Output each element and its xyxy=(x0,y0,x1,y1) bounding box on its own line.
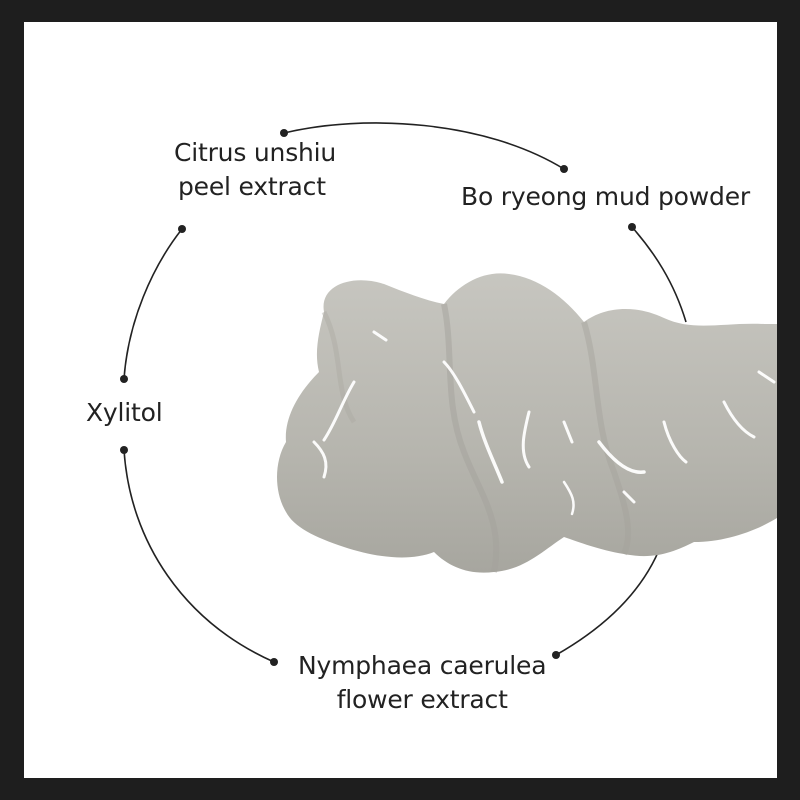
dot-mud-top xyxy=(560,165,568,173)
label-citrus: Citrus unshiu peel extract xyxy=(174,136,336,204)
dot-nymphaea-right xyxy=(552,651,560,659)
label-mud: Bo ryeong mud powder xyxy=(461,180,750,214)
dot-xylitol-top xyxy=(120,375,128,383)
connector-arcs xyxy=(123,122,687,663)
dot-citrus-bottom xyxy=(178,225,186,233)
label-citrus-line1: Citrus unshiu xyxy=(174,138,337,167)
label-citrus-line2: peel extract xyxy=(178,172,326,201)
ingredient-ring-graphic xyxy=(120,122,777,666)
label-xylitol: Xylitol xyxy=(86,396,163,430)
connector-dots xyxy=(120,129,636,666)
label-nymphaea: Nymphaea caerulea flower extract xyxy=(298,649,547,717)
label-nymphaea-line2: flower extract xyxy=(336,685,508,714)
arc-xylitol-to-nymphaea xyxy=(123,449,275,663)
cream-swatch-image xyxy=(277,273,777,573)
label-xylitol-text: Xylitol xyxy=(86,398,163,427)
arc-citrus-to-mud xyxy=(283,122,565,170)
label-mud-text: Bo ryeong mud powder xyxy=(461,182,750,211)
product-panel: Citrus unshiu peel extract Bo ryeong mud… xyxy=(24,22,777,778)
dot-xylitol-bottom xyxy=(120,446,128,454)
arc-citrus-to-xylitol xyxy=(123,228,183,380)
dot-citrus-top xyxy=(280,129,288,137)
arc-mud-to-right xyxy=(631,226,687,323)
label-nymphaea-line1: Nymphaea caerulea xyxy=(298,651,547,680)
dot-mud-bottom xyxy=(628,223,636,231)
dot-nymphaea-left xyxy=(270,658,278,666)
